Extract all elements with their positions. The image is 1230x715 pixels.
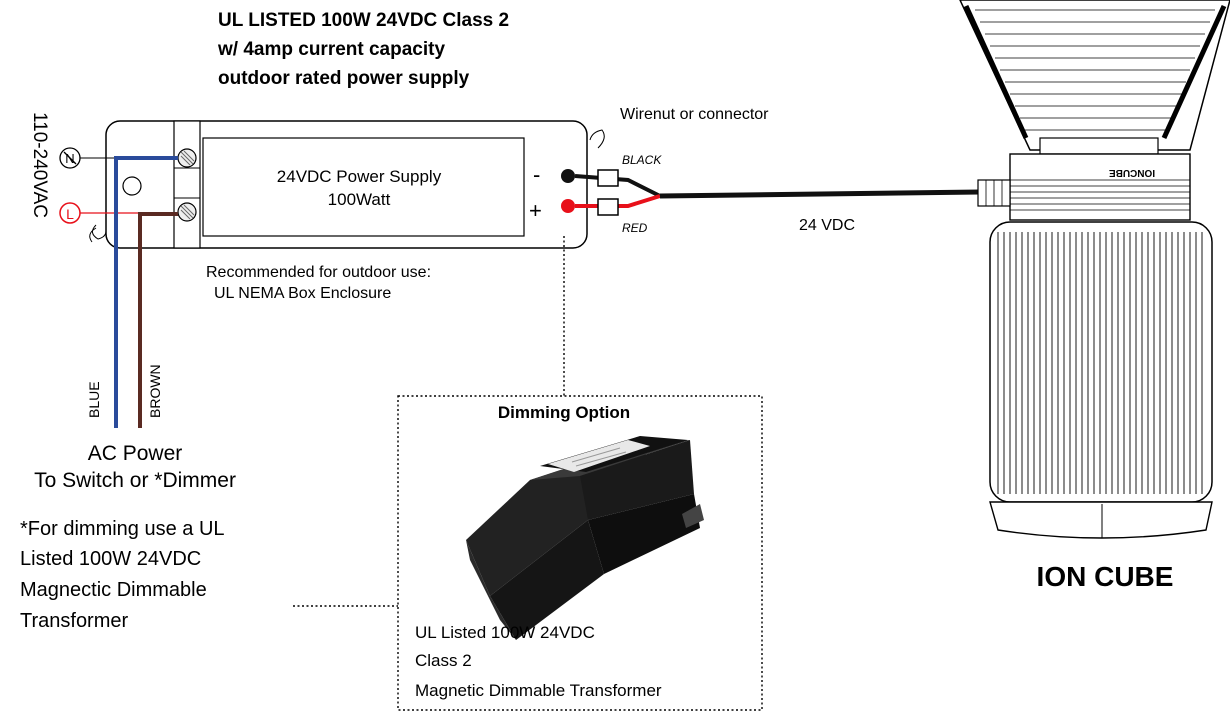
terminal-screw-n-icon: [177, 148, 197, 168]
fixture-body: [989, 221, 1213, 503]
fixture-head: [1009, 153, 1191, 221]
ac-power-sublabel: To Switch or *Dimmer: [34, 469, 236, 492]
enclosure-note-2: UL NEMA Box Enclosure: [214, 285, 391, 302]
dc-plus-label: +: [529, 198, 542, 223]
dc-cable: [659, 189, 981, 199]
fixture-body-label: IONCUBE: [1109, 167, 1155, 178]
mounting-tab-right-icon: [589, 129, 605, 149]
wirenut-red-icon: [597, 198, 619, 216]
dc-voltage-label: 24 VDC: [799, 217, 855, 234]
terminal-block: [173, 120, 201, 249]
brown-wire-label: BROWN: [147, 364, 163, 418]
dimming-option-line-3: Magnetic Dimmable Transformer: [415, 681, 662, 700]
dc-negative-terminal-icon: [561, 169, 575, 183]
spec-line-2: w/ 4amp current capacity: [217, 39, 445, 60]
connector-label: Wirenut or connector: [620, 106, 769, 123]
dimming-note-1: *For dimming use a UL: [20, 518, 225, 540]
red-wire-label: RED: [622, 221, 648, 235]
fixture-lens: [989, 501, 1213, 539]
wirenut-black-icon: [597, 169, 619, 187]
dimming-option-title: Dimming Option: [498, 403, 630, 422]
dc-output-wiring: [574, 169, 981, 216]
spec-line-3: outdoor rated power supply: [218, 68, 470, 89]
ac-power-label: AC Power: [88, 442, 183, 465]
dimming-note-3: Magnectic Dimmable: [20, 579, 207, 601]
neutral-marker-icon: N: [59, 147, 81, 169]
dimming-note-2: Listed 100W 24VDC: [20, 548, 201, 570]
line-marker-icon: L: [59, 202, 81, 224]
ion-cube-fixture: IONCUBE ION CUBE: [959, 0, 1230, 592]
power-supply-label-1: 24VDC Power Supply: [277, 167, 442, 186]
neutral-letter: N: [65, 151, 74, 166]
red-wire: [575, 194, 661, 208]
dimming-option-line-2: Class 2: [415, 651, 472, 670]
dc-minus-label: -: [533, 162, 540, 187]
black-wire-label: BLACK: [622, 153, 662, 167]
dimming-option-line-1: UL Listed 100W 24VDC: [415, 623, 595, 642]
enclosure-note-1: Recommended for outdoor use:: [206, 264, 431, 281]
dimming-option-box: Dimming Option UL Listed 100W 24VDC Clas…: [397, 395, 763, 711]
fixture-hood: [959, 0, 1230, 151]
blue-wire: [114, 156, 178, 428]
fixture-name: ION CUBE: [1037, 561, 1174, 592]
fixture-cooling-fins: [997, 232, 1203, 494]
power-supply-spec-header: UL LISTED 100W 24VDC Class 2 w/ 4amp cur…: [217, 10, 509, 89]
mounting-tab-icon: [92, 224, 107, 240]
ground-terminal-icon: [122, 176, 142, 196]
power-supply-unit: 24VDC Power Supply 100Watt - +: [92, 120, 605, 249]
power-supply-label-panel: [202, 137, 525, 237]
dimming-note-4: Transformer: [20, 610, 129, 632]
line-letter: L: [66, 206, 74, 222]
dc-positive-terminal-icon: [561, 199, 575, 213]
blue-wire-label: BLUE: [86, 381, 102, 418]
brown-wire: [138, 212, 178, 428]
spec-line-1: UL LISTED 100W 24VDC Class 2: [218, 10, 509, 31]
power-supply-label-2: 100Watt: [328, 190, 391, 209]
black-wire: [574, 174, 661, 198]
magnetic-transformer-icon: [466, 436, 704, 640]
input-voltage-label: 110-240VAC: [29, 112, 50, 218]
terminal-screw-l-icon: [177, 202, 197, 222]
